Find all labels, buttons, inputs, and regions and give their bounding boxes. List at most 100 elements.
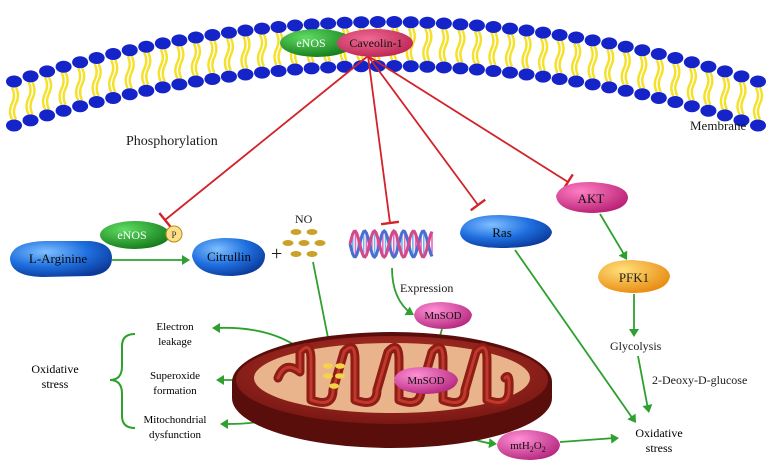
enos-membrane-shape [280, 29, 354, 57]
arrow-mito-dysfunction-head [220, 419, 228, 429]
lipid-head-outer [419, 16, 436, 29]
phosphate-badge [165, 225, 183, 243]
pfk1-label: PFK1 [619, 270, 649, 285]
inhibit-dna-line [367, 55, 391, 224]
arrow-mnsod-h2o2-head [488, 438, 497, 449]
lipid-head-outer [485, 20, 502, 33]
lipid-tail [604, 48, 615, 82]
lipid-head-inner [452, 62, 469, 75]
lipid-tail [438, 28, 450, 62]
lipid-head-outer [254, 22, 270, 35]
no-molecule [298, 240, 310, 246]
lipid-head-inner [220, 70, 237, 83]
lipid-head-outer [121, 44, 138, 57]
lipid-tail [273, 32, 284, 66]
lipid-head-outer [518, 24, 535, 37]
akt-node-shape [556, 182, 628, 213]
lipid-head-outer [22, 70, 39, 83]
lipid-head-outer [535, 26, 552, 39]
no-molecule [329, 383, 339, 389]
lipid-head-inner [518, 68, 535, 81]
lipid-tail [620, 52, 631, 86]
oxidative-stress-left-line1: Oxidative [31, 362, 79, 376]
dna-strand-b [348, 229, 434, 260]
no-molecule [323, 363, 333, 369]
left-brace [109, 333, 136, 429]
ras-label: Ras [492, 225, 512, 240]
inhibit-ras-bar [470, 198, 486, 212]
mnsod-top-shape [414, 302, 472, 329]
mth2o2-label: mtH2O2 [510, 440, 546, 454]
no-molecule [314, 240, 326, 246]
lipid-tail [256, 34, 268, 68]
lipid-head-outer [353, 16, 370, 29]
lipid-tail [504, 34, 516, 68]
pfk1-node-shape [598, 260, 670, 293]
lipid-head-outer [369, 16, 386, 29]
oxidative-stress-right-line2: stress [645, 441, 673, 455]
lipid-head-inner [171, 78, 188, 91]
lipid-head-outer [270, 20, 287, 33]
oxidative-stress-left-line2: stress [41, 377, 69, 391]
lipid-tail [637, 55, 648, 89]
lipid-tail [223, 38, 235, 72]
lipid-head-inner [601, 81, 618, 94]
lipid-head-outer [502, 22, 518, 35]
lipid-head-inner [187, 75, 204, 88]
oxidative-stress-right: Oxidative stress [620, 426, 698, 456]
lipid-head-outer [435, 17, 452, 30]
lipid-head-inner [617, 84, 634, 97]
no-label: NO [295, 212, 313, 226]
superoxide-formation-line1: Superoxide [149, 370, 201, 382]
lipid-head-inner [39, 109, 56, 122]
lipid-tail [471, 31, 483, 65]
lipid-tail [207, 40, 218, 74]
arrow-dna-mnsod-head [404, 306, 414, 316]
inhibition-lines [158, 55, 574, 228]
lipid-head-inner [6, 119, 22, 132]
lipid-head-outer [336, 16, 353, 29]
lipid-head-outer [88, 51, 105, 64]
no-molecule [306, 251, 318, 257]
lipid-head-outer [55, 60, 72, 73]
lipid-head-inner [88, 95, 105, 108]
lipid-tail [488, 32, 499, 66]
lipid-head-outer [683, 56, 700, 69]
lipid-tail [686, 67, 698, 101]
arrow-ras-oxstress [514, 249, 634, 420]
lipid-head-inner [55, 104, 72, 117]
lipid-head-inner [568, 75, 585, 88]
no-molecule [290, 251, 302, 257]
lipid-head-inner [386, 60, 403, 73]
superoxide-formation-line2: formation [153, 385, 197, 397]
lipid-head-inner [551, 72, 568, 85]
oxidative-stress-right-line1: Oxidative [635, 426, 683, 440]
lipid-head-inner [716, 109, 733, 122]
caveolin-membrane-shape [337, 29, 413, 57]
lipid-head-inner [468, 63, 485, 76]
lipid-tail [91, 63, 102, 97]
inhibit-akt-line [367, 55, 569, 183]
arrow-arginine-citrullin-head [182, 255, 190, 265]
akt-label: AKT [578, 191, 605, 206]
lipid-head-outer [716, 65, 733, 78]
no-molecule [306, 229, 318, 235]
lipid-head-inner [72, 100, 89, 113]
lipid-head-outer [667, 51, 684, 64]
lipid-head-outer [733, 70, 750, 83]
enos-node-shape [100, 221, 170, 249]
lipid-head-inner [650, 92, 667, 105]
no-molecule [323, 373, 333, 379]
lipid-head-inner [502, 66, 518, 79]
lipid-head-inner [402, 60, 419, 73]
deoxy-glucose-label: 2-Deoxy-D-glucose [652, 373, 748, 387]
lipid-tail [537, 38, 549, 72]
electron-leakage-label: Electron leakage [135, 320, 215, 350]
lipid-head-outer [452, 18, 469, 31]
mth2o2-shape [497, 430, 560, 460]
lipid-tail [736, 81, 747, 115]
inhibit-enos-line [164, 55, 369, 221]
caveolin-label: Caveolin-1 [349, 36, 402, 50]
no-molecule [290, 229, 302, 235]
l-arginine-node-shape [10, 241, 112, 277]
